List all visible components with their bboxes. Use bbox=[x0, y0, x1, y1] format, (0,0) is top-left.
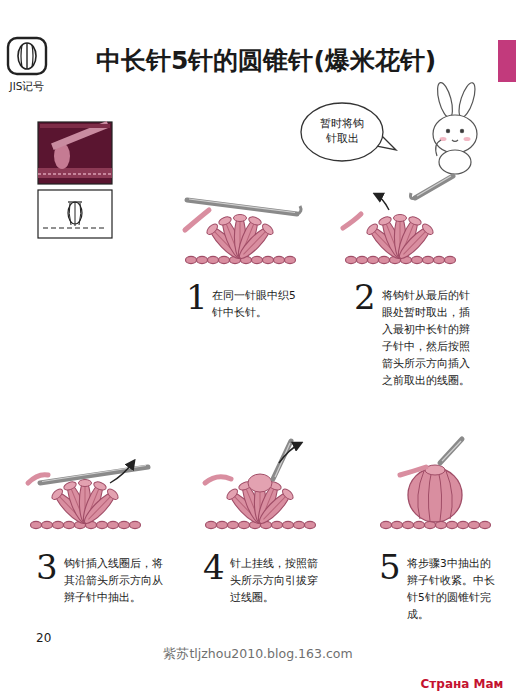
step-number: 4 bbox=[203, 550, 227, 584]
step-number: 5 bbox=[379, 550, 403, 584]
step-text: 在同一针眼中织5针中长针。 bbox=[212, 287, 298, 321]
page-title: 中长针5针的圆锥针(爆米花针) bbox=[96, 44, 436, 78]
step-number: 1 bbox=[186, 280, 210, 314]
page-number: 20 bbox=[36, 630, 76, 647]
site-logo: Страна Мам bbox=[412, 676, 512, 693]
step-text: 将步骤3中抽出的辫子针收紧。中长针5针的圆锥针完成。 bbox=[407, 555, 497, 623]
symbol-caption: JIS记号 bbox=[2, 78, 52, 95]
bubble-ellipse bbox=[301, 103, 383, 161]
step-text: 钩针插入线圈后，将其沿箭头所示方向从辫子针中抽出。 bbox=[64, 555, 168, 606]
step-number: 2 bbox=[354, 280, 378, 314]
speech-bubble: 暂时将钩针取出 bbox=[300, 102, 384, 162]
step-text: 将钩针从最后的针眼处暂时取出，插入最初中长针的辫子针中，然后按照箭头所示方向插入… bbox=[382, 287, 472, 389]
bubble-text-wrap: 暂时将钩针取出 bbox=[300, 102, 384, 160]
step-text: 针上挂线，按照箭头所示方向引拔穿过线圈。 bbox=[230, 555, 324, 606]
watermark: 紫苏tljzhou2010.blog.163.com bbox=[110, 645, 406, 662]
step-number: 3 bbox=[36, 550, 60, 584]
bubble-text: 暂时将钩针取出 bbox=[316, 116, 368, 146]
